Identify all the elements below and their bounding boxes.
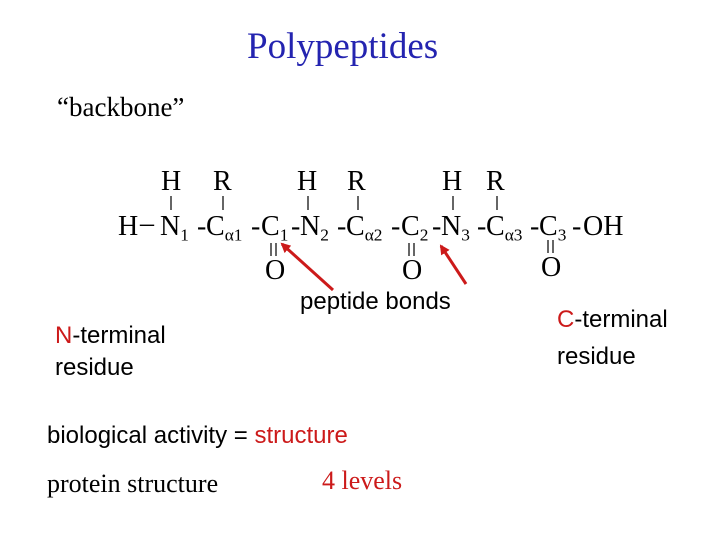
atom-c3: C3 (539, 211, 567, 245)
atom-ca3: Cα3 (486, 211, 523, 245)
n-terminus-bond: – (140, 208, 154, 239)
side-group-r1: R (213, 166, 232, 197)
c-terminal-rest: -terminal (574, 306, 668, 333)
n-terminal-label: N-terminal (55, 318, 166, 354)
peptide-bonds-label: peptide bonds (300, 288, 451, 315)
side-group-h1: H (161, 166, 182, 197)
bond-dash: - (251, 211, 261, 242)
atom-ca2: Cα2 (346, 211, 383, 245)
n-terminal-letter: N (55, 322, 73, 349)
carbonyl-oxygen-3: O (541, 252, 562, 283)
atom-c1: C1 (261, 211, 289, 245)
bond-dash: - (477, 211, 487, 242)
bond-dash: - (391, 211, 401, 242)
atom-n3: N3 (441, 211, 470, 245)
protein-line-highlight: 4 levels (322, 466, 403, 495)
atom-n2: N2 (300, 211, 329, 245)
c-terminal-label: C-terminal (557, 308, 668, 332)
c-terminus-oh: OH (583, 211, 624, 242)
bond-dash: - (337, 211, 347, 242)
n-terminal-residue: residue (55, 354, 134, 381)
side-group-h3: H (442, 166, 463, 197)
atom-n1: N1 (160, 211, 189, 245)
peptide-bond-arrow-2 (439, 244, 468, 285)
side-group-r3: R (486, 166, 505, 197)
carbonyl-oxygen-1: O (265, 255, 286, 286)
bond-dash: - (291, 211, 301, 242)
c-terminal-residue: residue (557, 343, 636, 370)
carbonyl-oxygen-2: O (402, 255, 423, 286)
backbone-label: “backbone” (57, 92, 185, 122)
n-terminal-rest: -terminal (72, 322, 166, 349)
atom-ca1: Cα1 (206, 211, 243, 245)
bond-dash: - (572, 211, 582, 242)
side-group-r2: R (347, 166, 366, 197)
n-terminus-h: H (118, 211, 139, 242)
activity-line: biological activity = structure (47, 424, 348, 448)
protein-line-prefix: protein structure (47, 469, 219, 498)
bond-dash: - (432, 211, 442, 242)
peptide-bond-arrow-1 (280, 242, 335, 292)
bond-dash: - (197, 211, 207, 242)
side-group-h2: H (297, 166, 318, 197)
activity-highlight: structure (254, 422, 348, 449)
bond-dash: - (530, 211, 540, 242)
page-title: Polypeptides (247, 26, 439, 67)
c-terminal-letter: C (557, 306, 575, 333)
activity-prefix: biological activity = (47, 422, 255, 449)
atom-c2: C2 (401, 211, 429, 245)
